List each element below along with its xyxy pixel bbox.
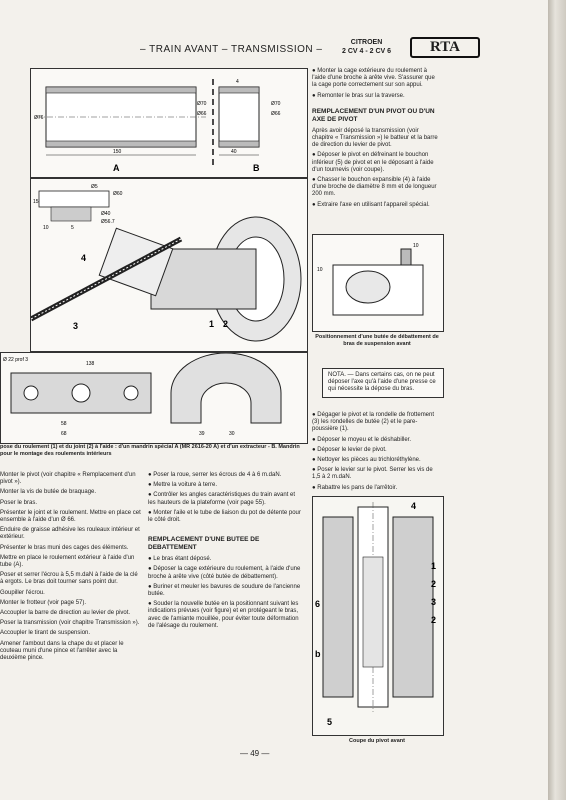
callout-pivot-4: 4 (411, 501, 416, 511)
figure-tubes: Ø76 Ø70 Ø66 Ø70 Ø66 150 40 4 A B (30, 68, 308, 178)
left-para: Monter la vis de butée de braquage. (0, 489, 97, 496)
callout-pivot-b: b (315, 649, 321, 659)
left-para: Présenter le bras muni des cages des élé… (0, 544, 129, 551)
dim-d66-a: Ø66 (197, 111, 207, 117)
page-edge (548, 0, 566, 800)
dim-d60: Ø60 (113, 191, 123, 197)
left-para: Poser et serrer l'écrou à 5,5 m.daN à l'… (0, 572, 138, 586)
caption-stop: Positionnement d'une butée de débattemen… (315, 334, 439, 347)
right-column-top: ● Monter la cage extérieure du roulement… (312, 68, 438, 212)
figure-extractor: Ø 22 prof 3 138 58 68 39 30 (0, 352, 308, 444)
right-intro: ● Remonter le bras sur la traverse. (312, 92, 405, 99)
mid-bullet: ● Contrôler les angles caractéristiques … (148, 492, 296, 506)
caption-pivot: Coupe du pivot avant (349, 738, 405, 744)
dim-5: 5 (71, 225, 74, 231)
left-para: Mettre en place le roulement extérieur à… (0, 554, 135, 569)
figure-pivot-section: 4 1 2 3 2 6 b 5 (312, 496, 444, 736)
mid-bullet: ● Monter l'aile et le tube de liaison du… (148, 509, 301, 524)
label-a: A (113, 163, 120, 173)
callout-3: 3 (73, 321, 78, 331)
left-para: Poser la transmission (voir chapitre Tra… (0, 620, 140, 627)
right-para: ● Extraire l'axe en utilisant l'appareil… (312, 201, 430, 208)
left-para: Monter le frotteur (voir page 57). (0, 599, 87, 606)
left-para: Amener l'ambout dans la chape du et plac… (0, 640, 124, 662)
dim-58: 58 (61, 421, 67, 427)
callout-pivot-5: 5 (327, 717, 332, 727)
mid-bullet: ● Mettre la voiture à terre. (148, 482, 217, 489)
dim-d70-b: Ø70 (271, 101, 281, 107)
dim-stop-10a: 10 (413, 243, 419, 249)
extractor-drawing: Ø 22 prof 3 138 58 68 39 30 (3, 353, 282, 437)
right-para: ● Chasser le bouchon expansible (4) à l'… (312, 177, 437, 198)
left-para: Poser le bras. (0, 499, 38, 506)
callout-4: 4 (81, 253, 86, 263)
dim-68: 68 (61, 431, 67, 437)
right-bullet: ● Dégager le pivot et la rondelle de fro… (312, 412, 435, 433)
right-bullet: ● Nettoyer les pièces au trichloréthylèn… (312, 457, 421, 464)
dim-10: 10 (43, 225, 49, 231)
dim-d22: Ø 22 prof 3 (3, 357, 28, 363)
label-b: B (253, 163, 260, 173)
section-heading-pivot: REMPLACEMENT D'UN PIVOT OU D'UN AXE DE P… (312, 107, 435, 123)
page-header-title: – TRAIN AVANT – TRANSMISSION – (140, 44, 323, 55)
rta-logo: RTA (410, 37, 480, 58)
mandrel-drawing: Ø5 Ø60 Ø40 Ø56.7 15 10 5 3 4 1 2 (31, 184, 302, 342)
mid-bullet: ● Poser la roue, serrer les écrous de 4 … (148, 472, 282, 478)
left-para: Enduire de graisse adhésive les rouleaux… (0, 527, 140, 541)
right-bullet: ● Poser le levier sur le pivot. Serrer l… (312, 467, 433, 481)
dim-4: 4 (236, 79, 239, 85)
dim-d567: Ø56.7 (101, 219, 115, 225)
mid-bullet: ● Souder la nouvelle butée en la positio… (148, 601, 299, 629)
figure-mandrel-assembly: Ø5 Ø60 Ø40 Ø56.7 15 10 5 3 4 1 2 (30, 178, 308, 352)
callout-pivot-6: 6 (315, 599, 320, 609)
left-para: Accoupler la barre de direction au levie… (0, 610, 131, 617)
mid-bullet: ● Buriner et meuler les bavures de soudu… (148, 583, 301, 598)
brand-name: CITROEN (350, 39, 383, 46)
section-heading-butee: REMPLACEMENT D'UNE BUTEE DE DEBATTEMENT (148, 536, 260, 552)
tubes-drawing: Ø76 Ø70 Ø66 Ø70 Ø66 150 40 4 A B (34, 79, 281, 173)
left-column: Monter le pivot (voir chapitre « Remplac… (0, 472, 142, 665)
left-para: Présenter le joint et le roulement. Mett… (0, 509, 141, 524)
right-bullet: ● Déposer le moyeu et le déshabiller. (312, 436, 412, 443)
pivot-drawing: 4 1 2 3 2 6 b 5 (313, 497, 443, 735)
dim-d76: Ø76 (34, 115, 44, 121)
dim-stop-10b: 10 (317, 267, 323, 273)
dim-d40: Ø40 (101, 211, 111, 217)
mid-bullet: ● Déposer la cage extérieure du roulemen… (148, 566, 301, 580)
right-bullet: ● Rabattre les pans de l'arrêtoir. (312, 484, 398, 491)
page-header-models: CITROEN 2 CV 4 - 2 CV 6 (342, 38, 391, 56)
left-para: Accoupler le tirant de suspension. (0, 630, 91, 637)
callout-pivot-1: 1 (431, 561, 436, 571)
dim-39: 39 (199, 431, 205, 437)
right-column-bottom: ● Dégager le pivot et la rondelle de fro… (312, 412, 438, 495)
mid-bullet: ● Le bras étant déposé. (148, 556, 212, 563)
dim-30: 30 (229, 431, 235, 437)
model-names: 2 CV 4 - 2 CV 6 (342, 48, 392, 55)
dim-d70-a: Ø70 (197, 101, 207, 107)
dim-40: 40 (231, 149, 237, 155)
callout-1: 1 (209, 319, 214, 329)
middle-column: ● Poser la roue, serrer les écrous de 4 … (148, 472, 304, 633)
stop-drawing: 10 10 (317, 243, 424, 316)
nota-box: NOTA. — Dans certains cas, on ne peut dé… (322, 368, 444, 398)
right-bullet: ● Déposer le levier de pivot. (312, 446, 387, 453)
left-para: Goupiller l'écrou. (0, 589, 45, 596)
page-number: — 49 — (240, 749, 270, 758)
callout-pivot-2: 2 (431, 579, 436, 589)
right-para: Après avoir déposé la transmission (voir… (312, 127, 438, 149)
left-para: Monter le pivot (voir chapitre « Remplac… (0, 472, 136, 486)
callout-pivot-2b: 2 (431, 615, 436, 625)
right-para: ● Déposer le pivot en défreinant le bouc… (312, 152, 434, 173)
document-page: – TRAIN AVANT – TRANSMISSION – CITROEN 2… (0, 0, 548, 800)
figure-stop-position: 10 10 (312, 234, 444, 332)
callout-2: 2 (223, 319, 228, 329)
dim-150: 150 (113, 149, 122, 155)
dim-d5: Ø5 (91, 184, 98, 190)
dim-d66-b: Ø66 (271, 111, 281, 117)
callout-pivot-3: 3 (431, 597, 436, 607)
dim-138: 138 (86, 361, 95, 367)
right-intro: ● Monter la cage extérieure du roulement… (312, 68, 435, 89)
dim-15: 15 (33, 199, 39, 205)
caption-mandrel: pose du roulement (1) et du joint (2) à … (0, 444, 300, 457)
